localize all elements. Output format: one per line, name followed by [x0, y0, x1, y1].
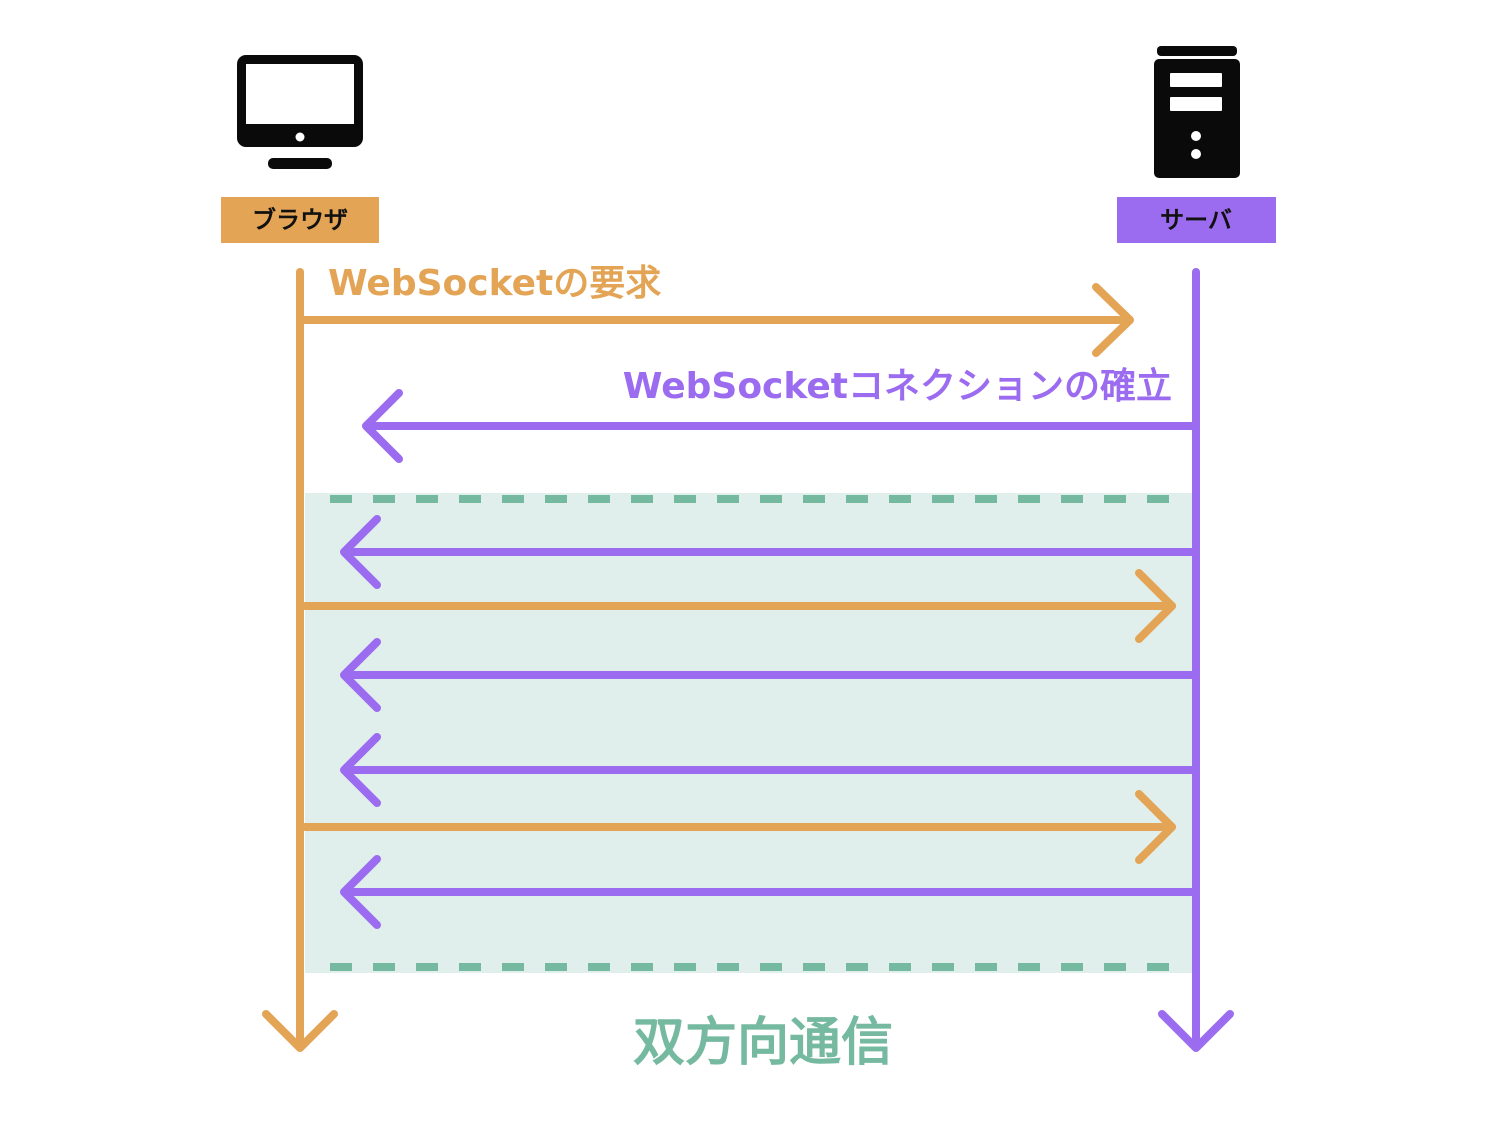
bidirectional-arrow-1 — [340, 515, 1196, 589]
monitor-icon — [237, 55, 363, 169]
server-label-box: サーバ — [1117, 197, 1276, 243]
established-message-label: WebSocketコネクションの確立 — [623, 366, 1172, 407]
bidirectional-label: 双方向通信 — [633, 1013, 893, 1073]
bidirectional-arrow-3 — [340, 638, 1196, 712]
browser-label: ブラウザ — [252, 206, 348, 234]
request-arrow — [300, 283, 1134, 357]
browser-lifeline — [262, 268, 338, 1052]
server-label: サーバ — [1160, 206, 1232, 234]
server-icon — [1154, 46, 1240, 178]
server-lifeline — [1158, 268, 1234, 1052]
established-arrow — [362, 389, 1196, 463]
bidirectional-arrow-5 — [300, 790, 1176, 864]
bidirectional-arrow-2 — [300, 569, 1176, 643]
bidirectional-region — [305, 493, 1192, 973]
bidirectional-arrow-4 — [340, 733, 1196, 807]
request-message-label: WebSocketの要求 — [328, 263, 661, 304]
bidirectional-arrow-6 — [340, 855, 1196, 929]
browser-label-box: ブラウザ — [221, 197, 379, 243]
